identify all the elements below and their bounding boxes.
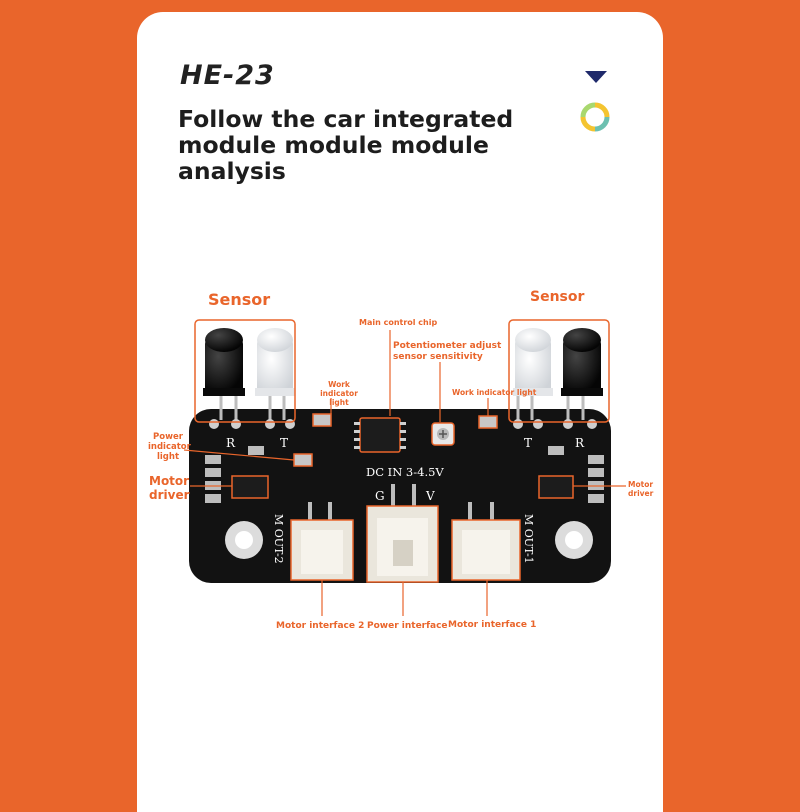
motor-driver-right [538,475,574,499]
silk-r-right: R [575,436,585,450]
silk-m-out-2: M OUT-2 [272,514,285,564]
silk-r-left: R [226,436,236,450]
main-chip [359,417,401,453]
ir-emitter-left [255,328,295,396]
label-motor-interface-1: Motor interface 1 [448,620,537,630]
label-sensor-right: Sensor [530,289,585,305]
label-main-chip: Main control chip [359,318,438,327]
label-work-light-left: Work indicator light [320,380,358,407]
silk-dc-in: DC IN 3-4.5V [366,465,444,479]
silk-t-left: T [280,436,288,450]
page-title: Follow the car integrated module module … [178,105,514,185]
power-interface-connector [366,505,439,583]
sensor-left-box [194,319,296,423]
label-potentiometer: Potentiometer adjust sensor sensitivity [393,341,502,362]
loading-ring-icon [580,102,610,132]
label-power-interface: Power interface [367,621,448,631]
label-work-light-right: Work indicator light [452,388,537,397]
work-light-left [312,413,332,427]
label-motor-driver-left: Motor driver [149,474,190,502]
label-sensor-left: Sensor [208,290,271,309]
silk-g: G [375,489,385,503]
label-motor-interface-2: Motor interface 2 [276,621,365,631]
ir-receiver-left [203,328,245,396]
work-light-right [478,415,498,429]
silk-v: V [425,489,435,503]
label-power-light: Power indicator light [148,432,191,462]
model-name: HE-23 [180,60,275,91]
silk-t-right: T [524,436,532,450]
ir-emitter-right [513,328,553,396]
label-motor-driver-right: Motor driver [628,480,654,498]
sensor-right-box [508,319,610,423]
power-light [293,453,313,467]
motor-driver-left [231,475,269,499]
motor-interface-1-connector [451,519,521,581]
silk-m-out-1: M OUT-1 [522,514,535,564]
ir-receiver-right [561,328,603,396]
motor-interface-2-connector [290,519,354,581]
triangle-down-icon[interactable] [584,70,608,84]
